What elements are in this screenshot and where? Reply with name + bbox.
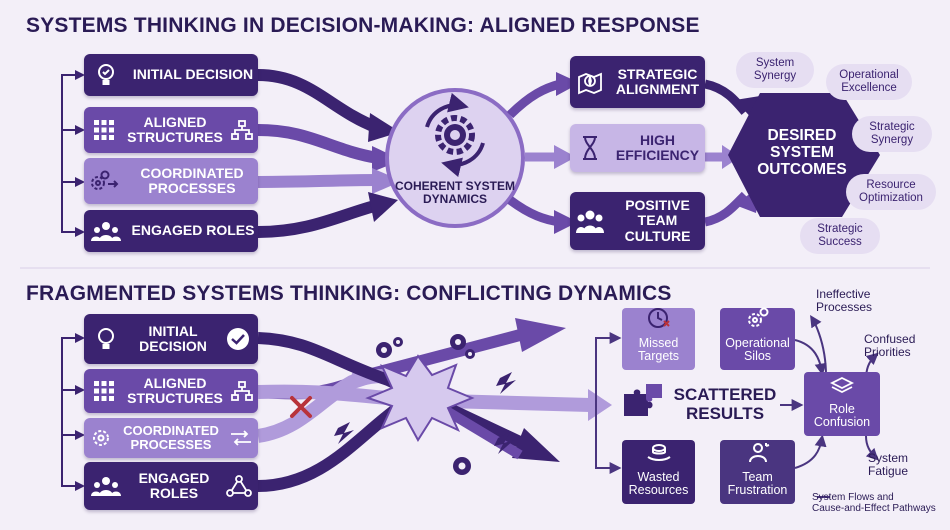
cloud-strategic-synergy: Strategic Synergy	[852, 116, 932, 152]
team-icon	[84, 475, 128, 497]
lightbulb-icon	[84, 327, 128, 351]
grid-icon	[84, 119, 124, 141]
desired-outcomes-label: DESIRED SYSTEM OUTCOMES	[757, 127, 847, 179]
desired-outcomes-hexagon	[728, 93, 880, 217]
wasted-resources-box: Wasted Resources	[622, 440, 695, 504]
top-input-initial-decision: INITIAL DECISION	[84, 54, 258, 96]
legend-text: System Flows and Cause-and-Effect Pathwa…	[812, 492, 936, 514]
red-x-icon	[290, 396, 312, 418]
bottom-left-bracket	[61, 333, 85, 491]
smiling-team-icon	[570, 208, 610, 234]
positive-team-culture-box: POSITIVE TEAM CULTURE	[570, 192, 705, 250]
frustrated-person-icon	[745, 427, 771, 467]
gear-icon	[84, 428, 118, 448]
cloud-operational-excellence: Operational Excellence	[826, 64, 912, 100]
top-input-aligned-structures: ALIGNED STRUCTURES	[84, 107, 258, 153]
team-icon	[84, 220, 128, 242]
operational-silos-box: Operational Silos	[720, 307, 795, 370]
network-people-icon	[220, 474, 258, 498]
conflict-burst	[365, 354, 475, 442]
coherent-dynamics-label: COHERENT SYSTEM DYNAMICS	[394, 179, 515, 207]
lightbulb-icon	[84, 63, 128, 87]
role-confusion-box: Role Confusion	[804, 372, 880, 436]
org-chart-icon	[226, 120, 258, 140]
cloud-system-synergy: System Synergy	[736, 52, 814, 88]
bottom-input-coordinated-processes: COORDINATED PROCESSES	[84, 418, 258, 458]
ineffective-processes-label: Ineffective Processes	[816, 287, 873, 315]
conflicting-flows	[256, 318, 612, 492]
top-input-coordinated-processes: COORDINATED PROCESSES	[84, 158, 258, 204]
confused-priorities-label: Confused Priorities	[864, 332, 916, 360]
strategic-alignment-box: STRATEGIC ALIGNMENT	[570, 56, 705, 108]
system-fatigue-label: System Fatigue	[868, 451, 909, 479]
gear-cycle-icon	[425, 92, 485, 178]
gears-arrow-icon	[84, 170, 126, 192]
compass-map-icon	[570, 69, 610, 95]
bottom-input-engaged-roles: ENGAGED ROLES	[84, 462, 258, 510]
gears-icon	[746, 293, 770, 333]
hourglass-icon	[570, 135, 610, 161]
top-input-engaged-roles: ENGAGED ROLES	[84, 210, 258, 252]
missed-targets-box: Missed Targets	[622, 307, 695, 370]
bottom-title: FRAGMENTED SYSTEMS THINKING: CONFLICTING…	[26, 282, 672, 305]
grid-icon	[84, 380, 124, 402]
clock-x-icon	[647, 293, 671, 333]
check-circle-icon	[218, 327, 258, 351]
puzzle-pieces-icon	[622, 382, 664, 426]
top-title: SYSTEMS THINKING IN DECISION-MAKING: ALI…	[26, 14, 700, 37]
stacked-layers-icon	[829, 362, 855, 400]
results-bracket	[595, 332, 622, 474]
cloud-resource-optimization: Resource Optimization	[846, 174, 936, 210]
top-middle-flows	[506, 72, 580, 234]
scattered-results-label: SCATTERED RESULTS	[673, 385, 777, 423]
high-efficiency-box: HIGH EFFICIENCY	[570, 124, 705, 172]
top-outcome-flows	[703, 79, 760, 227]
bottom-input-aligned-structures: ALIGNED STRUCTURES	[84, 369, 258, 413]
coins-hand-icon	[646, 427, 672, 467]
lightning-icons	[334, 372, 516, 454]
team-frustration-box: Team Frustration	[720, 440, 795, 504]
org-chart-icon	[226, 381, 258, 401]
conflicting-arrows-icon	[224, 429, 258, 447]
conflict-gears-icon	[376, 334, 475, 475]
top-left-bracket	[61, 70, 85, 237]
bottom-input-initial-decision: INITIAL DECISION	[84, 314, 258, 364]
top-input-flows	[257, 69, 402, 238]
cloud-strategic-success: Strategic Success	[800, 218, 880, 254]
